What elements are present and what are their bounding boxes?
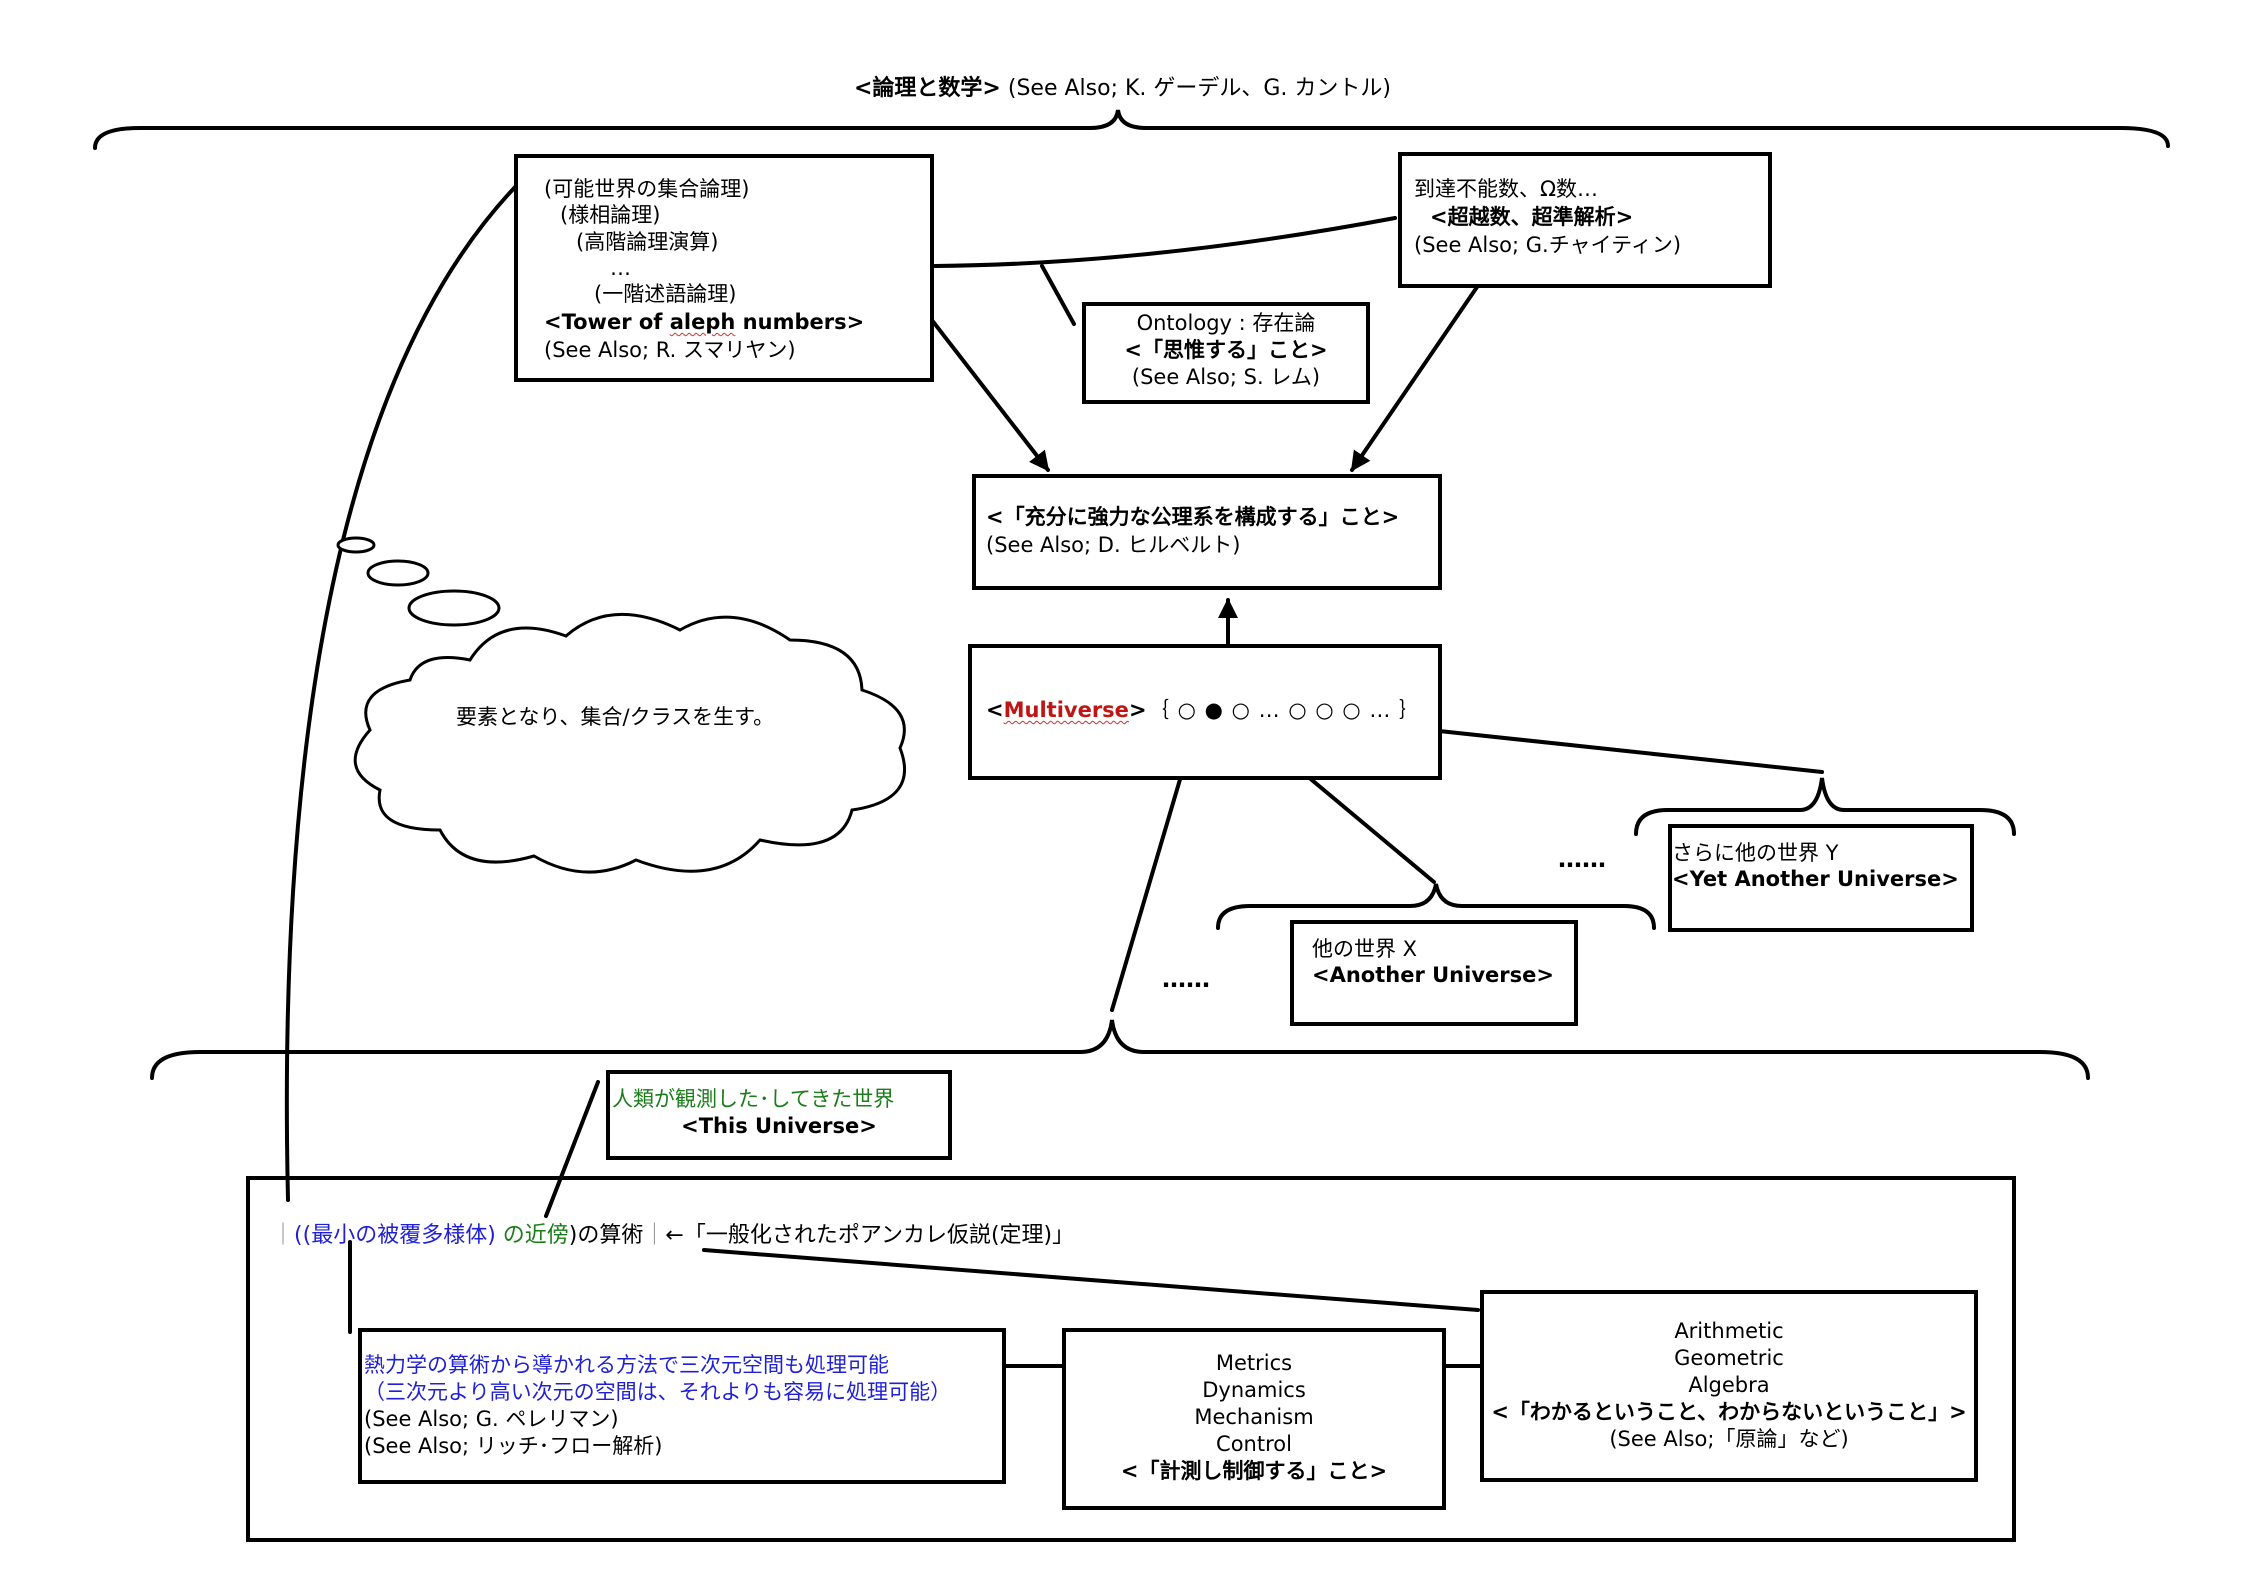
ontology-line-2: <「思惟する」こと> — [1124, 338, 1328, 362]
formula-line: ｜((最小の被覆多様体) の近傍)の算術｜←「一般化されたポアンカレ仮説(定理)… — [272, 1222, 1074, 1249]
title-main: <論理と数学> — [854, 76, 1001, 101]
metrics-item-3: Mechanism — [1194, 1405, 1314, 1429]
omega-see-also: (See Also; G.チャイティン) — [1414, 233, 1682, 257]
arith-item-1: Arithmetic — [1674, 1319, 1784, 1343]
arrow-y-to-multiverse — [1372, 715, 1824, 774]
thought-cloud — [353, 613, 906, 874]
metrics-item-4: Control — [1216, 1432, 1292, 1456]
tower-aleph: aleph — [669, 310, 736, 334]
multiverse-box — [968, 644, 1442, 780]
title-see-also: (See Also; K. ゲーデル、G. カントル) — [1000, 76, 1391, 101]
logic-tower: <Tower of aleph numbers> — [544, 309, 864, 336]
axiom-see-also: (See Also; D. ヒルベルト) — [986, 533, 1241, 557]
tower-prefix: <Tower of — [544, 310, 670, 334]
axiom-line-1: <「充分に強力な公理系を構成する」こと> — [986, 505, 1400, 529]
universe-y-box — [1668, 824, 1974, 932]
multiverse-word: Multiverse — [1003, 698, 1129, 722]
ontology-line-1: Ontology : 存在論 — [1136, 311, 1316, 335]
logic-line-3: (高階論理演算) — [576, 230, 719, 254]
axiom-box — [972, 474, 1442, 590]
thought-bubble-large — [407, 589, 501, 627]
logic-see-also: (See Also; R. スマリヤン) — [544, 338, 796, 362]
thermo-line-2: （三次元より高い次元の空間は、それよりも容易に処理可能） — [364, 1380, 952, 1404]
logic-line-2: (様相論理) — [560, 203, 661, 227]
formula-paren-close: ) — [487, 1223, 496, 1248]
this-universe-line-2: <This Universe> — [681, 1114, 877, 1138]
formula-paren-open: (( — [294, 1223, 312, 1248]
connector-ontology — [933, 216, 1397, 268]
universe-y-line-1: さらに他の世界 Y — [1672, 841, 1839, 865]
ontology-see-also: (See Also; S. レム) — [1131, 365, 1321, 389]
formula-bar-open: ｜ — [272, 1223, 295, 1248]
thermo-box — [358, 1328, 1006, 1484]
top-brace — [93, 109, 2170, 150]
universe-x-brace — [1216, 883, 1656, 930]
omega-line-1: 到達不能数、Ω数… — [1414, 177, 1599, 201]
arith-item-3: Algebra — [1688, 1373, 1770, 1397]
arrow-omega-to-axiom — [1350, 266, 1492, 472]
formula-rest: )の算術 — [568, 1223, 644, 1248]
page-title: <論理と数学> (See Also; K. ゲーデル、G. カントル) — [0, 70, 2245, 102]
logic-box — [514, 154, 934, 382]
cloud-text: 要素となり、集合/クラスを生す。 — [456, 705, 775, 729]
logic-line-5: (一階述語論理) — [594, 282, 737, 306]
tower-suffix: numbers> — [735, 310, 865, 334]
universe-y-brace — [1634, 777, 2016, 836]
thermo-see-also-1: (See Also; G. ペレリマン) — [364, 1407, 619, 1431]
formula-arrow-text: ←「一般化されたポアンカレ仮説(定理)」 — [665, 1223, 1075, 1248]
thought-bubble-medium — [366, 559, 430, 587]
thermo-see-also-2: (See Also; リッチ･フロー解析) — [364, 1434, 663, 1458]
universe-x-line-1: 他の世界 X — [1312, 937, 1418, 961]
logic-line-4: … — [610, 256, 631, 280]
this-universe-line-1: 人類が観測した･してきた世界 — [612, 1087, 895, 1111]
this-universe-box — [606, 1070, 952, 1160]
connector-arith-to-formula — [702, 1248, 1480, 1312]
multiverse-sequence: ｛ ○ ● ○ … ○ ○ ○ … ｝ — [1148, 698, 1422, 722]
logic-line-1: (可能世界の集合論理) — [544, 177, 750, 201]
arith-box — [1480, 1290, 1978, 1482]
thought-bubble-small — [336, 536, 376, 554]
lower-brace — [150, 1019, 2090, 1080]
dots-upper: …… — [1558, 845, 1606, 873]
bottom-container — [246, 1176, 2016, 1542]
thermo-line-1: 熱力学の算術から導かれる方法で三次元空間も処理可能 — [364, 1353, 889, 1377]
formula-bar-close: ｜ — [643, 1223, 666, 1248]
ontology-box — [1082, 302, 1370, 404]
metrics-item-2: Dynamics — [1202, 1378, 1306, 1402]
universe-y-line-2: <Yet Another Universe> — [1672, 867, 1959, 891]
connector-ontology-stub — [1040, 264, 1076, 326]
arith-bold: <「わかるということ、わからないということ」> — [1491, 1400, 1967, 1424]
connector-this-universe — [544, 1080, 600, 1218]
multiverse-open: < — [986, 698, 1004, 722]
omega-box — [1398, 152, 1772, 288]
formula-blue-part: 最小の被覆多様体 — [311, 1223, 488, 1248]
arith-see-also: (See Also;「原論」など) — [1609, 1427, 1849, 1451]
omega-line-2: <超越数、超準解析> — [1430, 205, 1634, 229]
dots-lower: …… — [1162, 965, 1210, 993]
formula-green-part: の近傍 — [495, 1223, 569, 1248]
universe-x-line-2: <Another Universe> — [1312, 963, 1554, 987]
multiverse-label: <Multiverse> — [986, 697, 1147, 724]
metrics-bold: <「計測し制御する」こと> — [1120, 1459, 1388, 1483]
universe-x-box — [1290, 920, 1578, 1026]
big-arc — [284, 168, 534, 1202]
arith-item-2: Geometric — [1674, 1346, 1784, 1370]
metrics-box — [1062, 1328, 1446, 1510]
multiverse-close: > — [1128, 698, 1147, 722]
metrics-item-1: Metrics — [1215, 1351, 1293, 1375]
